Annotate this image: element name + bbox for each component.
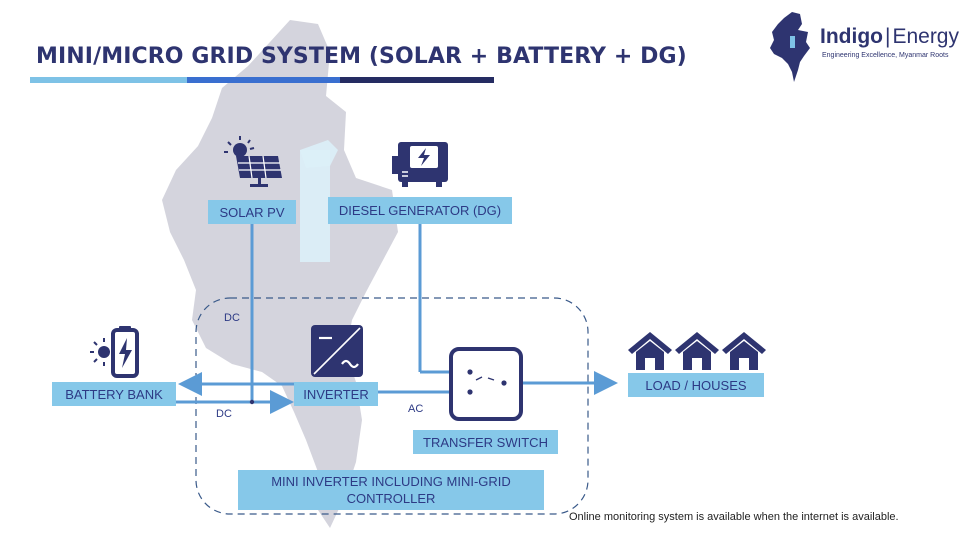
solar-panel-icon xyxy=(224,136,282,187)
monitoring-note: Online monitoring system is available wh… xyxy=(569,511,899,523)
battery-icon xyxy=(90,326,139,378)
inverter-ac-label: AC xyxy=(408,403,424,415)
house-icon xyxy=(628,332,766,370)
load-houses-label: LOAD / HOUSES xyxy=(628,373,764,397)
transfer-switch-label: TRANSFER SWITCH xyxy=(413,430,558,454)
brand-name: Indigo|Energy xyxy=(820,25,959,48)
title-underline-segment xyxy=(30,77,187,83)
inverter-label: INVERTER xyxy=(294,382,378,406)
title-underline-segment xyxy=(340,77,494,83)
transfer-switch-icon xyxy=(449,347,523,421)
mini-inverter-controller-label: MINI INVERTER INCLUDING MINI-GRID CONTRO… xyxy=(238,470,544,510)
inverter-icon xyxy=(311,325,363,377)
controller-boundary xyxy=(195,297,589,515)
diesel-generator-icon xyxy=(392,142,448,187)
solar-pv-label: SOLAR PV xyxy=(208,200,296,224)
battery-dc-label: DC xyxy=(216,408,232,420)
battery-bank-label: BATTERY BANK xyxy=(52,382,176,406)
brand-tagline: Engineering Excellence, Myanmar Roots xyxy=(822,52,949,59)
page-title: MINI/MICRO GRID SYSTEM (SOLAR + BATTERY … xyxy=(36,44,687,69)
diesel-generator-label: DIESEL GENERATOR (DG) xyxy=(328,197,512,224)
solar-dc-label: DC xyxy=(224,312,240,324)
myanmar-map-logo-icon xyxy=(770,12,810,82)
title-underline-segment xyxy=(187,77,340,83)
